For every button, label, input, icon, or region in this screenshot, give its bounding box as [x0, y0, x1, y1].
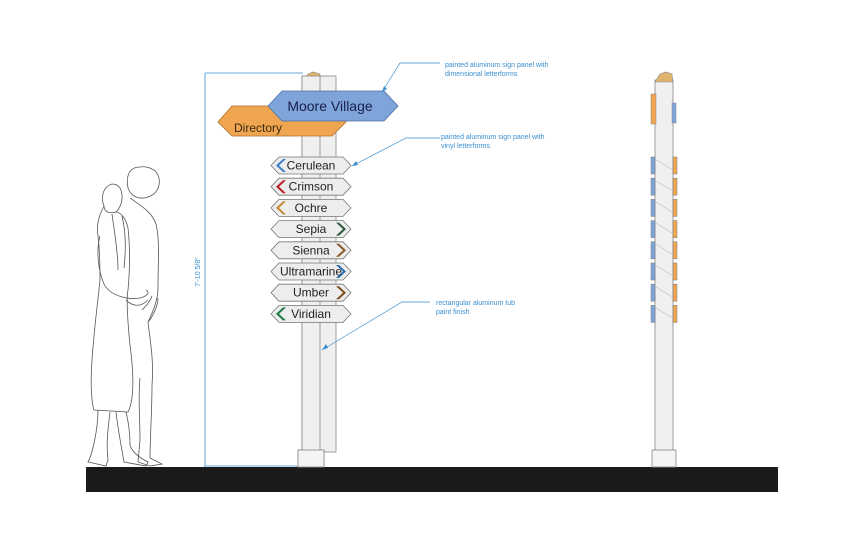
side-blade [650, 156, 678, 175]
moore-village-sign: Moore Village [267, 90, 399, 122]
side-main-panel [671, 102, 677, 124]
chevron-left-icon [276, 159, 286, 172]
chevron-left-icon [276, 201, 286, 215]
side-post-footing [651, 449, 677, 468]
chevron-right-icon [336, 286, 346, 300]
directional-blades: CeruleanCrimsonOchreSepiaSiennaUltramari… [270, 156, 352, 323]
blade-label: Sienna [292, 243, 330, 257]
human-figure-pair [87, 166, 164, 467]
blade-panel [270, 262, 352, 281]
callout-top-line1: painted aluminum sign panel with [445, 62, 549, 69]
side-blade [650, 283, 678, 302]
moore-village-sign-label: Moore Village [287, 98, 373, 114]
callout-bottom-line1: rectangular aluminum tub [436, 300, 515, 307]
side-directory-panel [650, 93, 657, 125]
callout-top: painted aluminum sign panel with dimensi… [381, 62, 549, 93]
blade-panel [270, 177, 352, 196]
directory-sign-label: Directory [234, 121, 282, 135]
chevron-right-icon [336, 222, 346, 236]
side-blade [650, 220, 678, 238]
blade-crimson: Crimson [270, 177, 352, 196]
side-post [650, 71, 678, 468]
side-blade [650, 262, 678, 281]
blade-label: Ultramarine [280, 265, 342, 279]
blade-panel [270, 283, 352, 302]
blade-label: Cerulean [287, 159, 336, 173]
callout-mid-line2: vinyl letterforms [441, 143, 491, 150]
chevron-left-icon [276, 307, 286, 321]
callout-top-line2: dimensional letterforms [445, 71, 518, 78]
chevron-right-icon [336, 243, 346, 257]
blade-umber: Umber [270, 283, 352, 302]
blade-panel [270, 199, 352, 217]
blade-label: Umber [293, 286, 329, 300]
callout-mid: painted aluminum sign panel with vinyl l… [351, 134, 545, 167]
blade-viridian: Viridian [270, 305, 352, 323]
side-blade [650, 305, 678, 323]
ground-slab [86, 467, 778, 492]
blade-ultramarine: Ultramarine [270, 262, 352, 281]
blade-panel [270, 241, 352, 260]
blade-cerulean: Cerulean [270, 156, 352, 175]
blade-ochre: Ochre [270, 199, 352, 217]
blade-sepia: Sepia [270, 220, 352, 238]
callout-bottom-line2: paint finish [436, 309, 470, 316]
callout-bottom: rectangular aluminum tub paint finish [321, 300, 515, 351]
blade-label: Sepia [296, 222, 327, 236]
blade-label: Viridian [291, 307, 331, 321]
chevron-right-icon [336, 265, 346, 278]
blade-sienna: Sienna [270, 241, 352, 260]
side-blade [650, 177, 678, 196]
side-blade [650, 199, 678, 217]
height-dimension-label: 7'-10 5/8" [195, 257, 202, 287]
callout-mid-line1: painted aluminum sign panel with [441, 134, 545, 141]
blade-panel [270, 305, 352, 323]
blade-label: Ochre [295, 201, 328, 215]
front-post-footing [297, 449, 325, 468]
height-dimension [204, 72, 303, 467]
side-post-cap [654, 71, 674, 83]
side-blade [650, 241, 678, 260]
blade-panel [270, 220, 352, 238]
blade-label: Crimson [289, 180, 334, 194]
blade-panel [270, 156, 352, 175]
chevron-left-icon [276, 180, 286, 194]
